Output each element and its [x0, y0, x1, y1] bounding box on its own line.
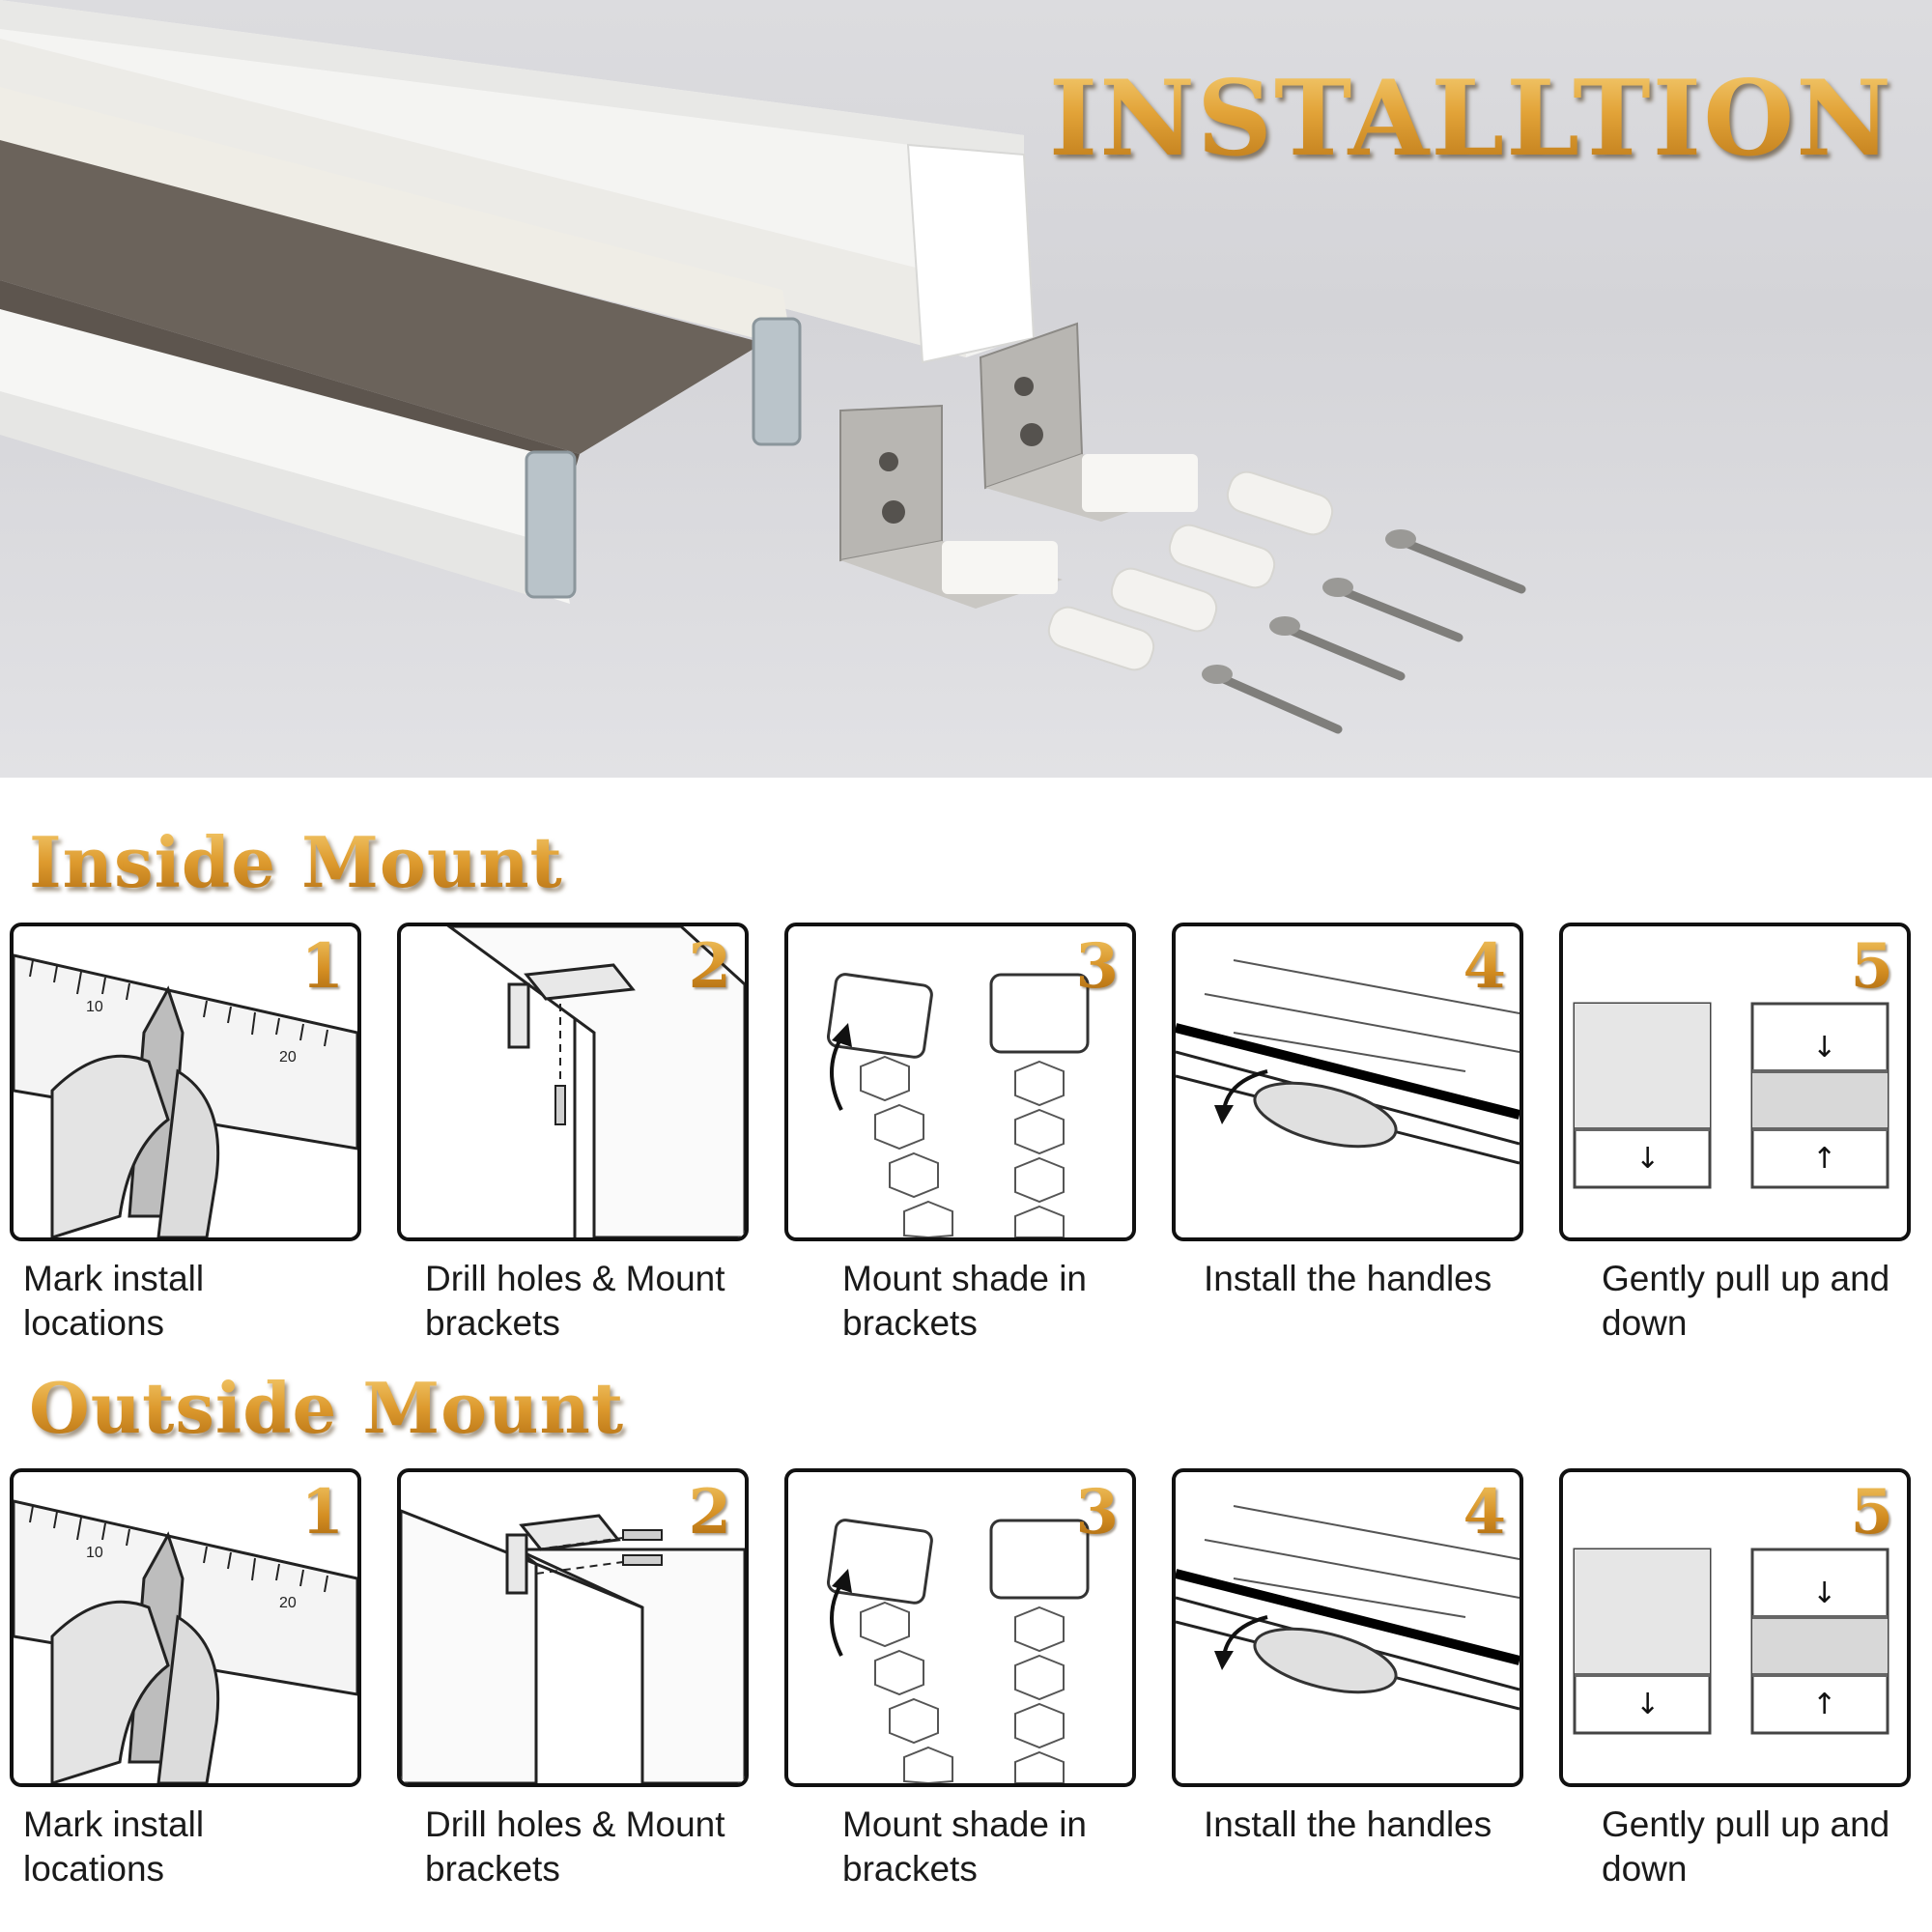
- step-card-pull: ↓ ↓ ↑ 5: [1559, 923, 1911, 1241]
- arrow-up-icon: ↑: [1812, 1688, 1836, 1721]
- step-number: 2: [688, 930, 731, 1003]
- step-card-drill: 2: [397, 923, 749, 1241]
- section-title-inside-mount: Inside Mount: [29, 821, 563, 903]
- step-card-mark: 10 20 1: [10, 923, 361, 1241]
- step-card-mount-shade: 3: [784, 1468, 1136, 1787]
- step-number: 5: [1850, 1476, 1893, 1548]
- step-caption: Gently pull up and down: [1602, 1259, 1890, 1343]
- step-card-mark: 10 20 1: [10, 1468, 361, 1787]
- step-card-handles: 4: [1172, 1468, 1523, 1787]
- step-number: 1: [300, 1476, 344, 1548]
- step-caption: Install the handles: [1204, 1804, 1492, 1844]
- step-card-pull: ↓ ↓ ↑ 5: [1559, 1468, 1911, 1787]
- bracket-drill-icon: [446, 926, 745, 1237]
- step-number: 4: [1463, 1476, 1506, 1548]
- pencil-ruler-icon: 10 20: [14, 953, 357, 1237]
- step-caption: Drill holes & Mount brackets: [425, 1804, 725, 1889]
- step-card-handles: 4: [1172, 923, 1523, 1241]
- arrow-down-icon: ↓: [1812, 1031, 1836, 1065]
- pencil-ruler-icon: 10 20: [14, 1499, 357, 1783]
- shade-bracket-icon: [826, 1519, 1090, 1783]
- arrow-down-icon: ↓: [1812, 1577, 1836, 1610]
- step-card-drill: 2: [397, 1468, 749, 1787]
- ruler-label: 10: [86, 1545, 103, 1561]
- step-number: 5: [1850, 930, 1893, 1003]
- step-caption: Drill holes & Mount brackets: [425, 1259, 725, 1343]
- step-number: 1: [300, 930, 344, 1003]
- ruler-label: 20: [279, 1049, 297, 1065]
- step-caption: Mark install locations: [23, 1259, 205, 1343]
- step-number: 2: [688, 1476, 731, 1548]
- step-caption: Mount shade in brackets: [842, 1259, 1088, 1343]
- arrow-up-icon: ↑: [1812, 1142, 1836, 1176]
- step-number: 3: [1075, 930, 1119, 1003]
- screws: [1212, 536, 1526, 734]
- step-caption: Install the handles: [1204, 1259, 1492, 1298]
- step-number: 3: [1075, 1476, 1119, 1548]
- wall-anchors: [1047, 470, 1334, 671]
- shade-bracket-icon: [826, 973, 1090, 1237]
- step-caption: Mount shade in brackets: [842, 1804, 1088, 1889]
- product-photo: INSTALLTION: [0, 0, 1932, 778]
- step-caption: Mark install locations: [23, 1804, 205, 1889]
- blind-parts-illustration: [0, 0, 1526, 734]
- ruler-label: 10: [86, 999, 103, 1015]
- shade-pull-icon: ↓ ↓ ↑: [1573, 1548, 1889, 1735]
- step-caption: Gently pull up and down: [1602, 1804, 1890, 1889]
- outside-mount-steps: 10 20 1 2: [0, 1468, 1932, 1893]
- shade-pull-icon: ↓ ↓ ↑: [1573, 1002, 1889, 1189]
- arrow-down-icon: ↓: [1635, 1142, 1660, 1176]
- step-number: 4: [1463, 930, 1506, 1003]
- mounting-bracket: [979, 322, 1198, 522]
- ruler-label: 20: [279, 1595, 297, 1611]
- arrow-down-icon: ↓: [1635, 1688, 1660, 1721]
- handle-install-icon: [1176, 959, 1520, 1165]
- bracket-drill-icon: [401, 1509, 745, 1783]
- section-title-outside-mount: Outside Mount: [29, 1367, 625, 1449]
- step-card-mount-shade: 3: [784, 923, 1136, 1241]
- mounting-bracket: [839, 404, 1063, 609]
- inside-mount-steps: 10 20 1 2: [0, 923, 1932, 1348]
- hero-title: INSTALLTION: [1048, 58, 1893, 180]
- handle-install-icon: [1176, 1505, 1520, 1711]
